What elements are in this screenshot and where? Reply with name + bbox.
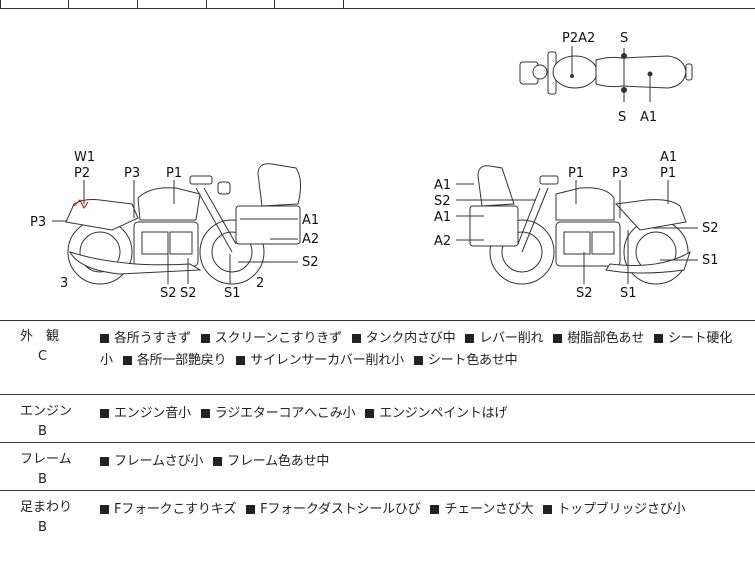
note-item: シート硬化小 bbox=[100, 331, 733, 368]
bullet-square-icon bbox=[236, 355, 246, 365]
bullet-square-icon bbox=[351, 333, 361, 343]
category-label: 外 観 bbox=[20, 329, 60, 344]
note-item: エンジン音小 bbox=[100, 406, 191, 421]
top-label-s-bottom: S bbox=[618, 110, 626, 125]
right-label-s1-right: S1 bbox=[702, 253, 719, 268]
note-item: スクリーンこすりきず bbox=[200, 331, 342, 346]
grade-value: B bbox=[38, 520, 47, 535]
note-item: 各所一部艶戻り bbox=[122, 353, 227, 368]
right-leader-lines bbox=[456, 180, 698, 284]
right-label-s2-right: S2 bbox=[702, 221, 719, 236]
notes-list: フレームさび小 フレーム色あせ中 bbox=[100, 451, 750, 473]
bullet-square-icon bbox=[430, 504, 440, 514]
right-label-s2-bottom: S2 bbox=[576, 286, 593, 301]
left-label-a1: A1 bbox=[302, 213, 319, 228]
right-side-motorcycle bbox=[469, 165, 691, 285]
bullet-square-icon bbox=[213, 456, 223, 466]
left-label-s2-a: S2 bbox=[160, 286, 177, 301]
left-label-2: 2 bbox=[256, 276, 264, 291]
left-label-s1: S1 bbox=[224, 286, 241, 301]
bullet-square-icon bbox=[543, 504, 553, 514]
note-item: トップブリッジさび小 bbox=[543, 502, 686, 517]
bullet-square-icon bbox=[246, 504, 256, 514]
grade-value: B bbox=[38, 472, 47, 487]
bullet-square-icon bbox=[465, 333, 475, 343]
top-view-motorcycle bbox=[519, 48, 693, 102]
motorcycle-diagram-svg: P2A2 S S A1 bbox=[30, 31, 719, 301]
note-item: サイレンサーカバー削れ小 bbox=[236, 353, 404, 368]
bullet-square-icon bbox=[413, 355, 423, 365]
left-label-p2: P2 bbox=[74, 166, 90, 181]
right-label-s2-left: S2 bbox=[434, 194, 451, 209]
bullet-square-icon bbox=[100, 408, 109, 418]
note-item: フレーム色あせ中 bbox=[213, 454, 329, 469]
grade-value: C bbox=[38, 349, 48, 364]
left-leader-lines bbox=[52, 180, 298, 284]
row-frame: フレーム B フレームさび小 フレーム色あせ中 bbox=[0, 443, 755, 491]
row-suspension: 足まわり B Fフォークこすりキズ Fフォークダストシールひび チェーンさび大 … bbox=[0, 491, 755, 561]
note-item: Fフォークこすりキズ bbox=[100, 502, 236, 517]
bullet-square-icon bbox=[365, 408, 375, 418]
category-label: フレーム bbox=[20, 452, 72, 467]
note-item: 樹脂部色あせ bbox=[553, 331, 644, 346]
bullet-square-icon bbox=[122, 355, 132, 365]
note-item: チェーンさび大 bbox=[430, 502, 534, 517]
right-label-p1-b: P1 bbox=[660, 166, 676, 181]
note-item: ラジエターコアへこみ小 bbox=[200, 406, 355, 421]
left-label-w1: W1 bbox=[74, 150, 95, 165]
top-label-s-top: S bbox=[620, 31, 628, 46]
left-label-s2: S2 bbox=[302, 255, 319, 270]
right-label-a1-left: A1 bbox=[434, 178, 451, 193]
top-label-p2a2: P2A2 bbox=[562, 31, 595, 46]
category-label: エンジン bbox=[20, 404, 73, 419]
bullet-square-icon bbox=[553, 333, 563, 343]
note-item: レバー削れ bbox=[465, 331, 544, 346]
left-label-3: 3 bbox=[60, 276, 68, 291]
bullet-square-icon bbox=[100, 333, 109, 343]
category-label: 足まわり bbox=[20, 500, 73, 515]
notes-list: 各所うすきず スクリーンこすりきず タンク内さび中 レバー削れ 樹脂部色あせ シ… bbox=[100, 328, 750, 372]
damage-diagram: P2A2 S S A1 bbox=[0, 8, 755, 321]
right-label-a1-left-2: A1 bbox=[434, 210, 451, 225]
note-item: 各所うすきず bbox=[100, 331, 191, 346]
notes-list: エンジン音小 ラジエターコアへこみ小 エンジンペイントはげ bbox=[100, 403, 750, 425]
bullet-square-icon bbox=[200, 408, 210, 418]
right-label-a2-left: A2 bbox=[434, 234, 451, 249]
table-top-strip bbox=[0, 0, 755, 9]
note-item: エンジンペイントはげ bbox=[365, 406, 507, 421]
bullet-square-icon bbox=[100, 456, 109, 466]
note-item: フレームさび小 bbox=[100, 454, 203, 469]
left-label-s2-b: S2 bbox=[180, 286, 197, 301]
left-label-a2: A2 bbox=[302, 232, 319, 247]
left-label-p3-side: P3 bbox=[30, 215, 46, 230]
note-item: シート色あせ中 bbox=[413, 353, 518, 368]
row-exterior: 外 観 C 各所うすきず スクリーンこすりきず タンク内さび中 レバー削れ 樹脂… bbox=[0, 320, 755, 395]
bullet-square-icon bbox=[100, 504, 109, 514]
right-label-p3: P3 bbox=[612, 166, 628, 181]
bullet-square-icon bbox=[200, 333, 210, 343]
bullet-square-icon bbox=[654, 333, 664, 343]
note-item: タンク内さび中 bbox=[351, 331, 456, 346]
grade-value: B bbox=[38, 424, 47, 439]
row-engine: エンジン B エンジン音小 ラジエターコアへこみ小 エンジンペイントはげ bbox=[0, 395, 755, 443]
left-label-p1: P1 bbox=[166, 166, 182, 181]
top-label-a1: A1 bbox=[640, 110, 657, 125]
right-label-p1-a: P1 bbox=[568, 166, 584, 181]
left-label-p3-top: P3 bbox=[124, 166, 140, 181]
right-label-a1-top: A1 bbox=[660, 150, 677, 165]
left-side-motorcycle bbox=[65, 163, 302, 285]
right-label-s1-bottom: S1 bbox=[620, 286, 637, 301]
notes-list: Fフォークこすりキズ Fフォークダストシールひび チェーンさび大 トップブリッジ… bbox=[100, 499, 750, 521]
note-item: Fフォークダストシールひび bbox=[246, 502, 421, 517]
